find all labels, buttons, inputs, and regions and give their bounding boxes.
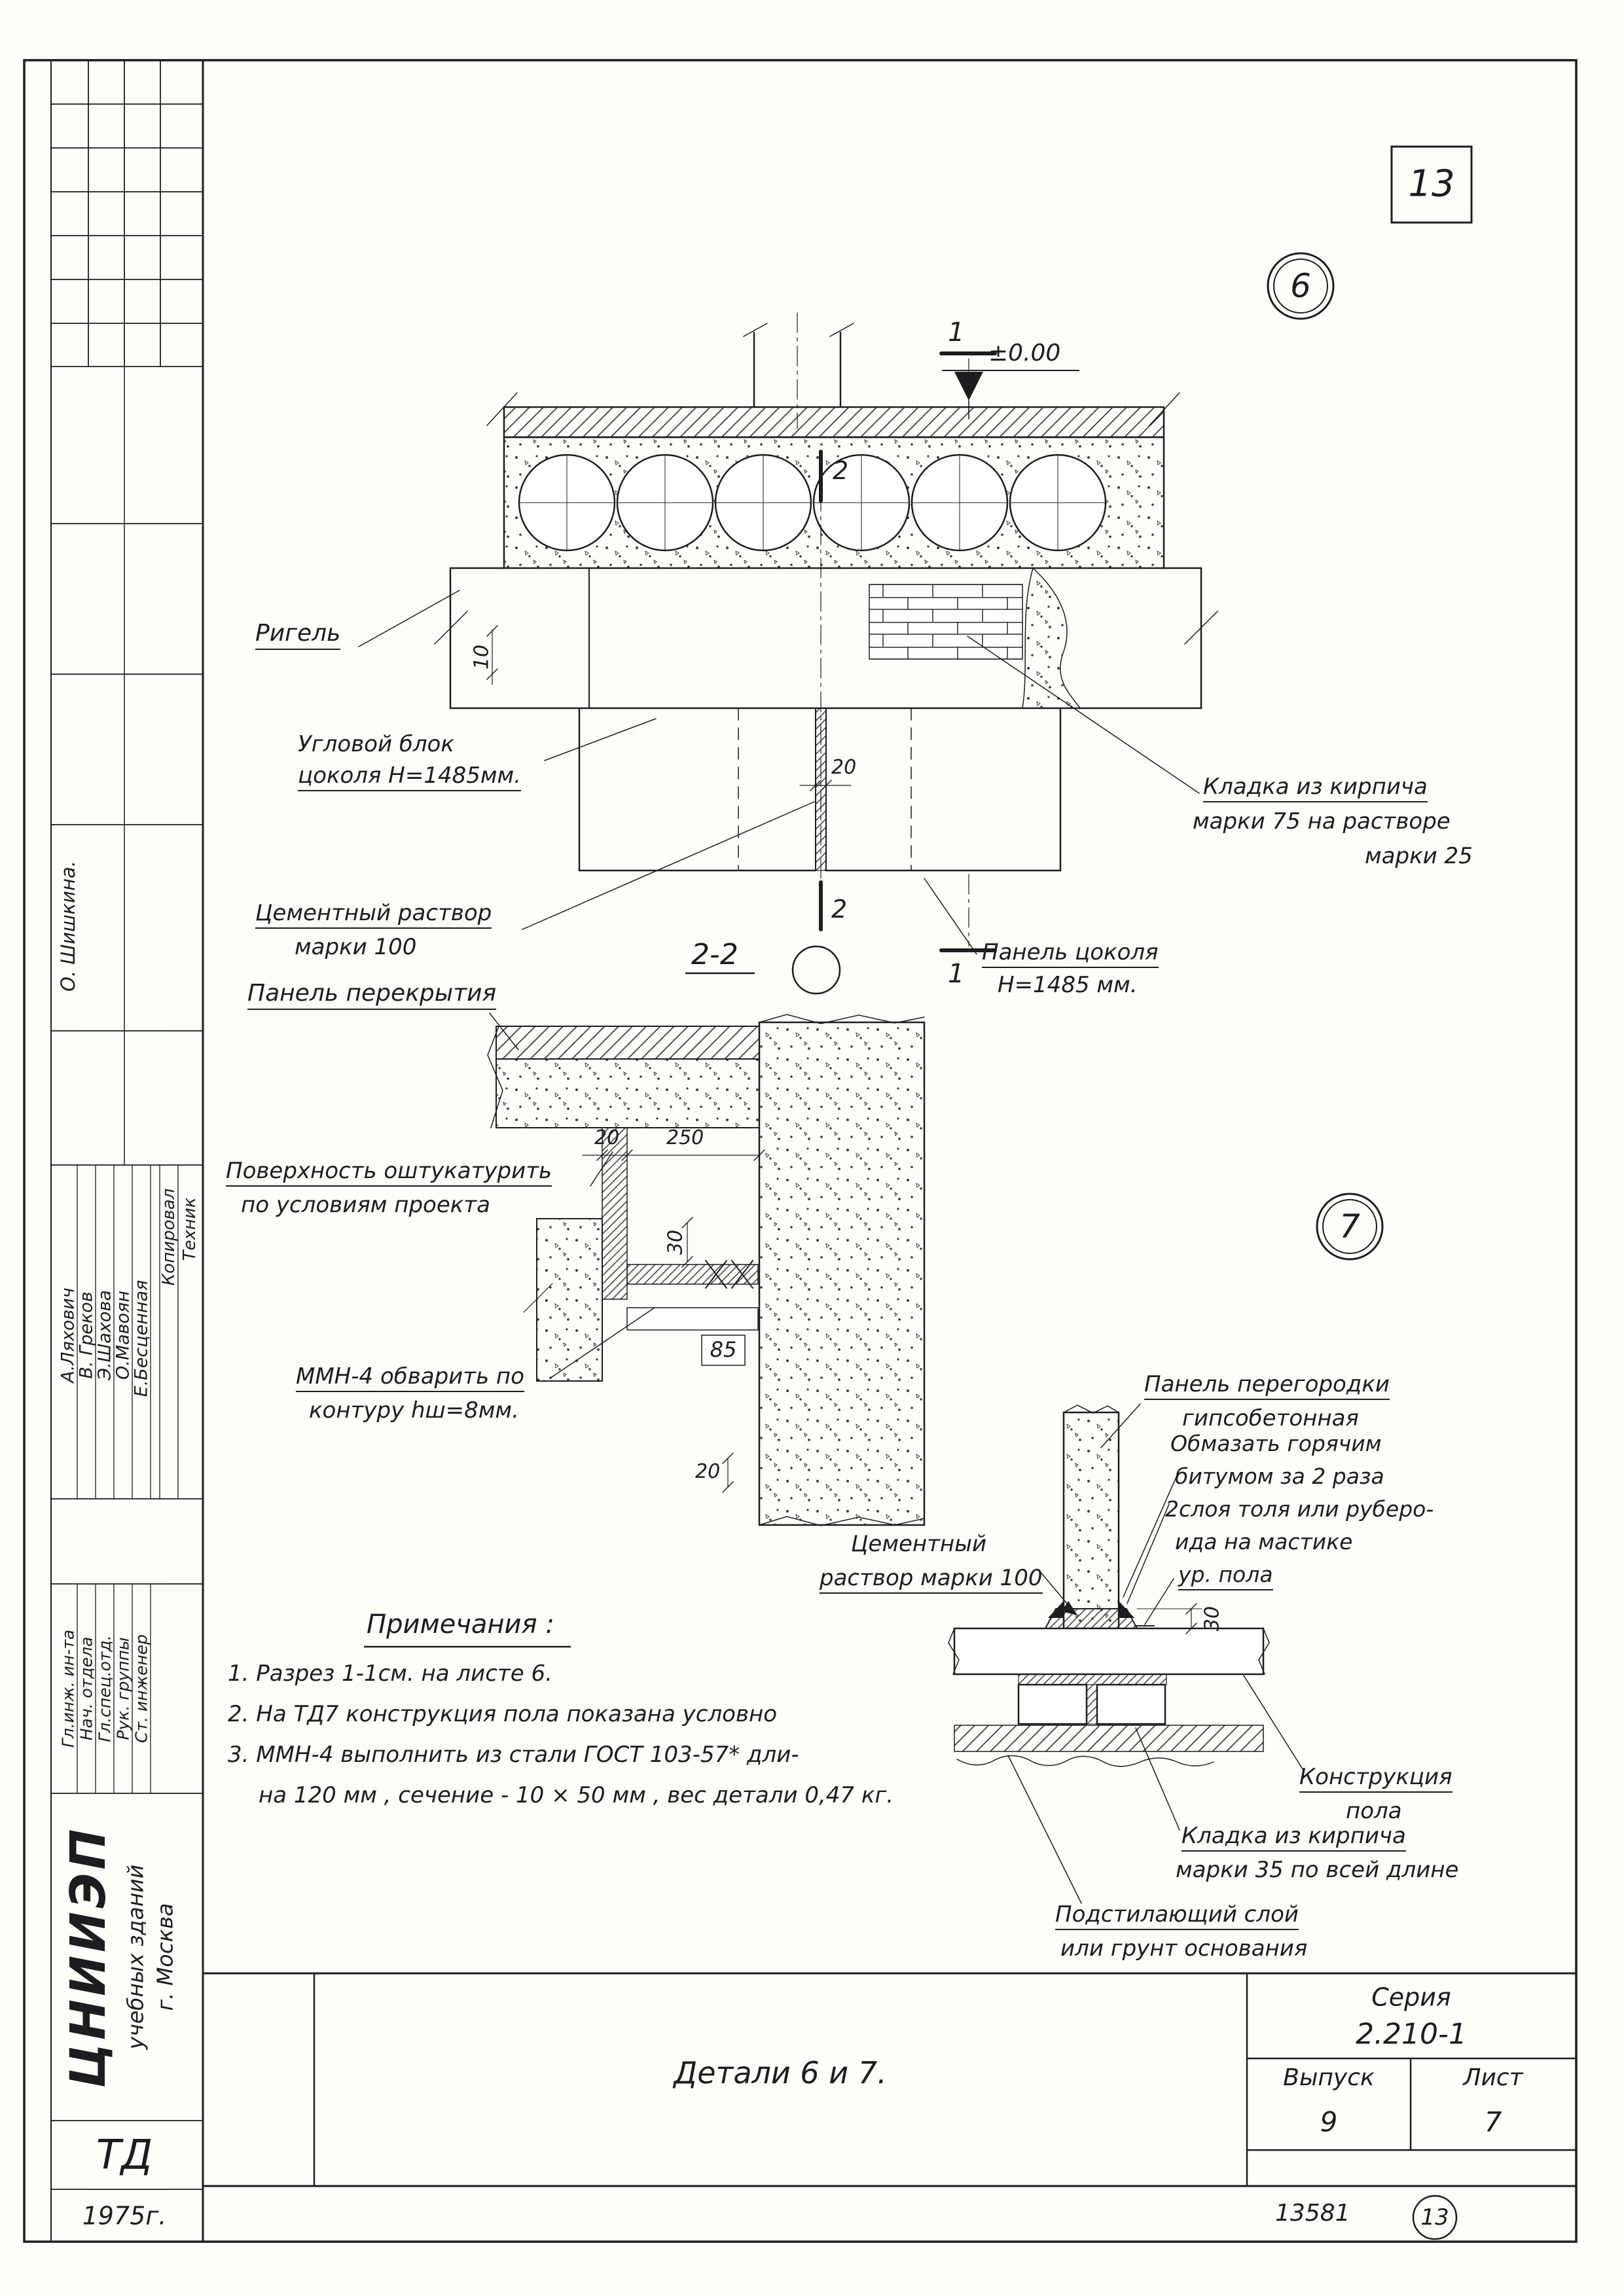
dim-20-joint: 20 — [831, 756, 857, 779]
dim-250: 250 — [666, 1126, 704, 1149]
stamp-name-5: Е.Бесценная — [131, 1280, 152, 1397]
section-2-2-title: 2-2 — [691, 938, 738, 971]
detail-6-drawing — [358, 252, 1335, 995]
label-mmn4-1: ММН-4 обварить по — [296, 1364, 524, 1393]
label-partition-panel-1: Панель перегородки — [1144, 1372, 1390, 1401]
label-bitumen-2: битумом за 2 раза — [1175, 1463, 1384, 1489]
org-subtitle: учебных зданий — [122, 1864, 149, 2050]
label-mmn4-2: контуру hш=8мм. — [309, 1397, 519, 1424]
note-item-2: 2. На ТД7 конструкция пола показана усло… — [228, 1701, 778, 1727]
detail-7-bubble: 7 — [1339, 1208, 1360, 1246]
stamp-name-4: О.Мавоян — [113, 1290, 134, 1380]
sheet-number-badge-bottom: 13 — [1420, 2204, 1449, 2231]
stamp-role-5: Ст. инженер — [132, 1634, 151, 1744]
titleblock-lines — [203, 145, 1576, 2240]
org-city: г. Москва — [152, 1903, 178, 2011]
section-2-mark-bottom: 2 — [831, 895, 848, 924]
label-base-layer-1: Подстилающий слой — [1055, 1902, 1299, 1931]
stamp-copied-label: Копировал — [159, 1188, 179, 1286]
label-base-layer-2: или грунт основания — [1060, 1935, 1308, 1962]
label-corner-block-1: Угловой блок — [298, 731, 454, 757]
dim-85-boxed: 85 — [710, 1337, 737, 1363]
label-corner-block-2: цоколя Н=1485мм. — [298, 763, 521, 792]
document-code: 13581 — [1275, 2200, 1350, 2227]
label-cement-mortar-2: марки 100 — [295, 934, 417, 960]
stamp-technician-label: Техник — [180, 1197, 200, 1261]
stamp-name-2: В. Греков — [76, 1291, 97, 1379]
label-bitumen-1: Обмазать горячим — [1170, 1431, 1382, 1456]
label-d7-mortar-1: Цементный — [851, 1531, 987, 1557]
label-plinth-panel-1: Панель цоколя — [982, 940, 1159, 969]
label-floor-level: ур. пола — [1178, 1562, 1273, 1590]
issue-value: 9 — [1320, 2106, 1338, 2138]
note-item-3: 3. ММН-4 выполнить из стали ГОСТ 103-57*… — [228, 1742, 799, 1768]
dim-30-bed: 30 — [1200, 1605, 1224, 1632]
detail-7-drawing — [948, 1193, 1384, 1904]
label-d7-mortar-2: раствор марки 100 — [820, 1566, 1043, 1594]
detail-6-bubble: 6 — [1290, 267, 1311, 305]
series-value: 2.210-1 — [1356, 2017, 1467, 2051]
label-bitumen-4: ида на мастике — [1175, 1529, 1353, 1554]
org-logo: ЦНИИЭП — [60, 1825, 117, 2089]
drawing-title: Детали 6 и 7. — [674, 2055, 887, 2091]
section-2-mark-top: 2 — [833, 456, 849, 485]
stamp-role-4: Рук. группы — [113, 1637, 133, 1740]
note-item-3-continued: на 120 мм , сечение - 10 × 50 мм , вес д… — [259, 1782, 894, 1808]
dim-20-bottom: 20 — [695, 1460, 721, 1483]
notes-title: Примечания : — [367, 1609, 554, 1640]
issue-label: Выпуск — [1283, 2064, 1375, 2091]
label-floor-construction-2: пола — [1346, 1798, 1402, 1824]
section-1-mark-top: 1 — [948, 317, 965, 348]
stamp-role-1: Гл.инж. ин-та — [58, 1629, 78, 1748]
label-cement-mortar-1: Цементный раствор — [255, 901, 492, 929]
stamp-name-3: Э.Шахова — [94, 1290, 115, 1380]
frame-lines — [23, 59, 1578, 2243]
stamp-name-1: А.Ляхович — [58, 1287, 79, 1383]
series-label: Серия — [1371, 1982, 1451, 2012]
elevation-mark: ±0.00 — [988, 340, 1061, 367]
label-d7-brick-1: Кладка из кирпича — [1182, 1823, 1406, 1852]
sheet-value: 7 — [1484, 2106, 1502, 2138]
label-floor-construction-1: Конструкция — [1299, 1765, 1453, 1793]
dim-30-connector: 30 — [664, 1229, 687, 1255]
label-bitumen-3: 2слоя толя или руберо- — [1165, 1496, 1434, 1522]
label-plaster-1: Поверхность оштукатурить — [226, 1158, 552, 1187]
section-1-mark-bottom: 1 — [948, 959, 965, 989]
label-plaster-2: по условиям проекта — [241, 1192, 490, 1218]
label-rigel: Ригель — [255, 620, 341, 651]
label-brickwork-1: Кладка из кирпича — [1203, 774, 1428, 803]
stamp-role-3: Гл.спец.отд. — [95, 1635, 115, 1742]
doc-year: 1975г. — [82, 2201, 167, 2231]
label-plinth-panel-2: Н=1485 мм. — [998, 972, 1138, 998]
dim-10: 10 — [470, 644, 494, 670]
section-2-2-drawing — [487, 1013, 926, 1526]
label-brickwork-3: марки 25 — [1365, 843, 1473, 869]
sheet-label: Лист — [1463, 2064, 1523, 2091]
label-floor-panel: Панель перекрытия — [247, 980, 497, 1011]
doc-type-label: ТД — [96, 2130, 153, 2179]
label-d7-brick-2: марки 35 по всей длине — [1176, 1857, 1459, 1883]
stamp-checker-name: О. Шишкина. — [57, 861, 79, 992]
note-item-1: 1. Разрез 1-1см. на листе 6. — [228, 1660, 552, 1687]
label-partition-panel-2: гипсобетонная — [1182, 1405, 1359, 1431]
stamp-role-2: Нач. отдела — [77, 1636, 96, 1741]
sheet-number-badge: 13 — [1408, 162, 1455, 206]
label-brickwork-2: марки 75 на растворе — [1193, 808, 1451, 834]
dim-20-top: 20 — [594, 1126, 620, 1149]
